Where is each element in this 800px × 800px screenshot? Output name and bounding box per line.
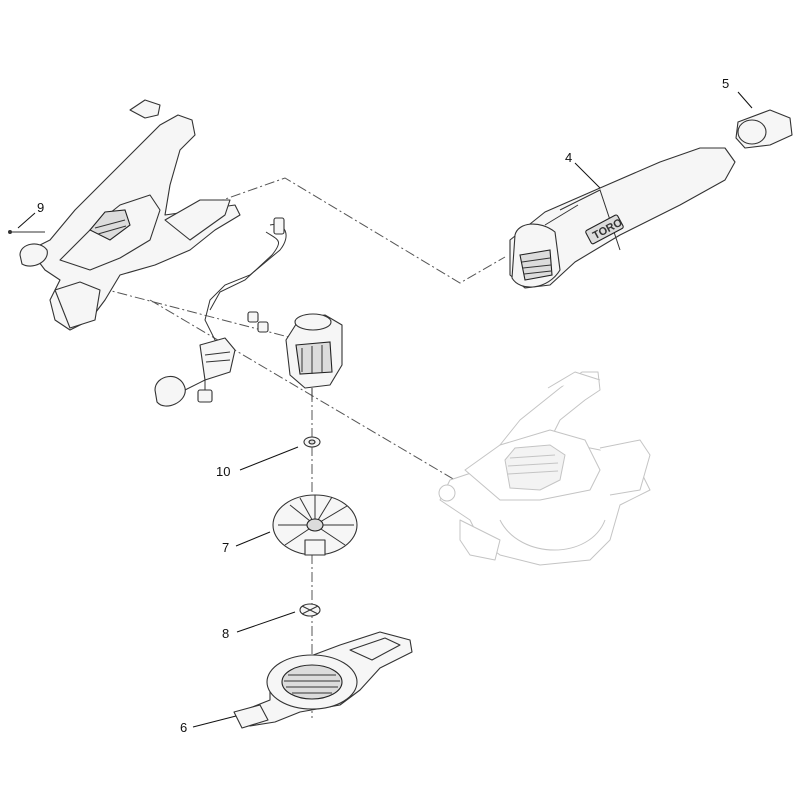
callout-6: 6 xyxy=(180,720,187,735)
callout-9: 9 xyxy=(37,200,44,215)
callout-5: 5 xyxy=(722,76,729,91)
callout-8: 8 xyxy=(222,626,229,641)
part-6-base xyxy=(233,631,413,729)
part-4-blower-tube: TORO xyxy=(509,147,736,289)
part-5-nozzle xyxy=(735,109,793,149)
part-8-nut xyxy=(299,603,321,617)
motor xyxy=(285,313,343,400)
callout-leaders xyxy=(17,91,753,728)
callout-4: 4 xyxy=(565,150,572,165)
part-10-nut xyxy=(303,436,321,448)
housing-half xyxy=(8,99,241,331)
callout-labels: 9 5 4 10 7 8 6 xyxy=(37,76,729,735)
power-cord xyxy=(154,217,287,407)
part-7-fan xyxy=(272,494,358,556)
callout-7: 7 xyxy=(222,540,229,555)
assembled-blower-ghost xyxy=(438,371,651,566)
callout-10: 10 xyxy=(216,464,230,479)
